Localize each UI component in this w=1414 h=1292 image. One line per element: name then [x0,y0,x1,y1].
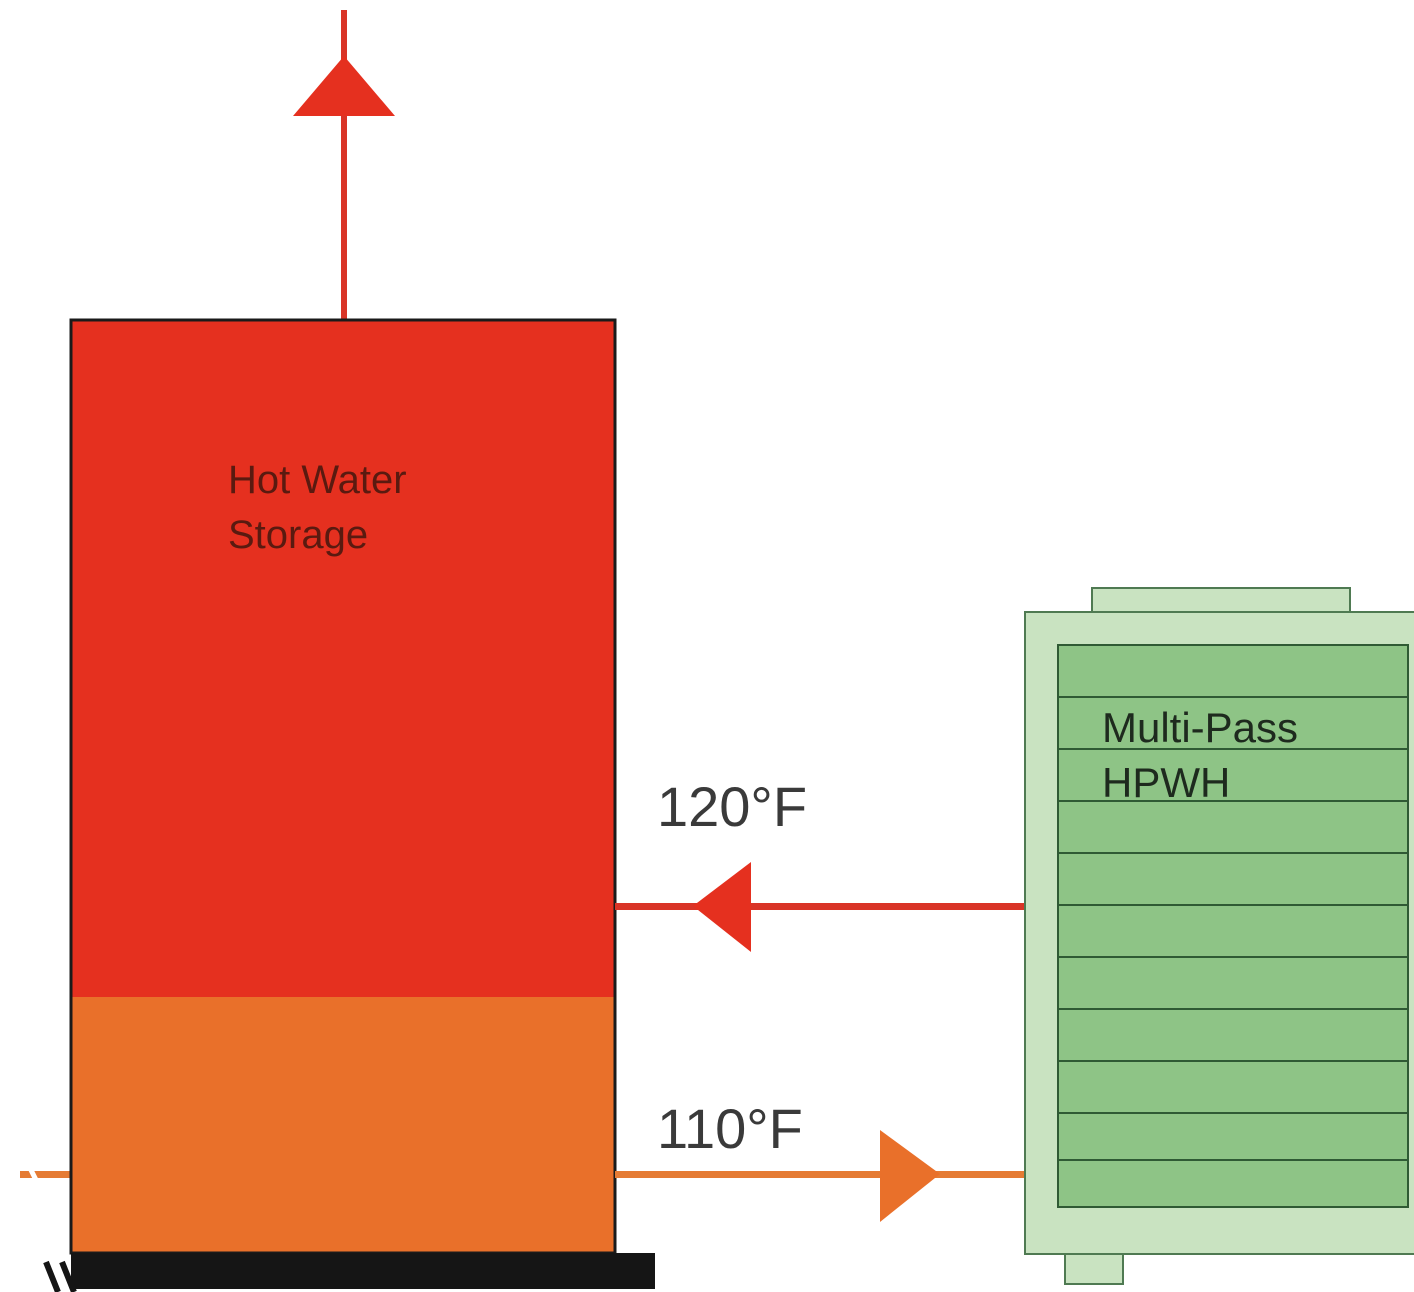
coil-fins [1058,696,1408,1161]
tank-hot-zone [71,320,615,997]
arrow-left-icon [693,862,751,952]
break-mark-left-2 [59,1260,77,1292]
tank-base [71,1253,655,1289]
break-mark-left-1 [43,1260,61,1292]
heat-pump-label-line1: Multi-Pass [1102,704,1298,751]
return-pipe [615,1171,1025,1178]
heat-pump-label-line2: HPWH [1102,759,1230,806]
heat-pump-unit: Multi-Pass HPWH [1024,587,1414,1285]
arrow-right-icon [880,1130,940,1222]
tank-label-line2: Storage [228,513,368,557]
heat-pump-top-cap [1091,587,1351,614]
break-mark-top [25,1162,43,1190]
inlet-pipe [20,1171,74,1178]
tank-cool-zone [71,997,615,1253]
outlet-pipe [341,10,347,322]
supply-temp-label: 120°F [657,775,807,838]
return-temp-label: 110°F [657,1097,803,1160]
supply-pipe [615,903,1025,910]
arrow-up-icon [293,56,395,116]
heat-pump-foot [1064,1253,1124,1285]
tank-label-line1: Hot Water [228,458,407,502]
